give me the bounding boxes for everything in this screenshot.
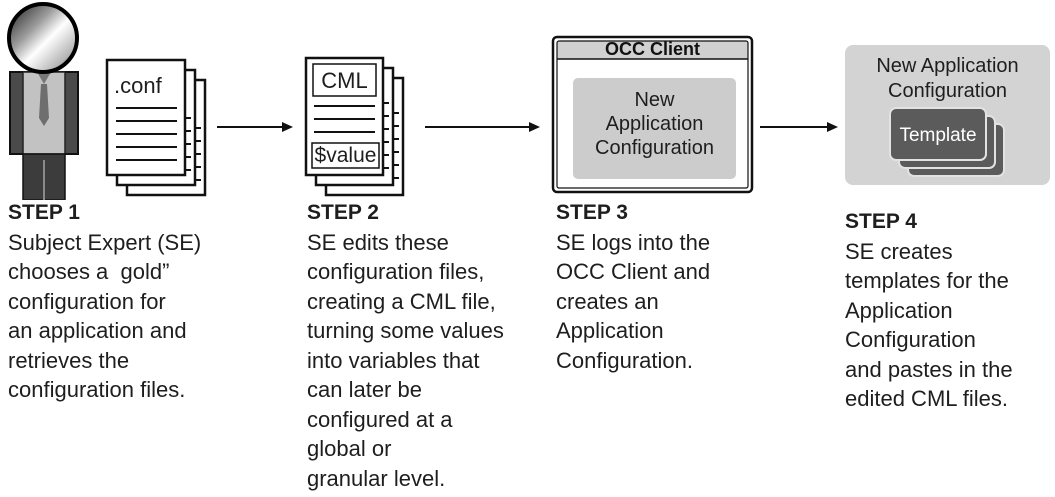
subject-expert-person-icon	[7, 2, 79, 200]
step-3-line: Application	[556, 318, 664, 343]
panel-line: New	[634, 89, 675, 111]
arrow-head	[827, 122, 838, 132]
template-card-front	[889, 107, 987, 161]
cml-file-stack-icon: CML $value	[304, 56, 405, 197]
step-1-line: an application and	[8, 318, 187, 343]
page-text-lines	[314, 105, 375, 133]
step-1-title: STEP 1	[8, 201, 80, 224]
template-card-stack: Template	[889, 107, 1005, 177]
variable-box	[311, 142, 380, 169]
step-4-line: Configuration	[845, 327, 976, 352]
person-collar	[37, 72, 51, 84]
panel-line: Application	[606, 113, 704, 135]
step-2-line: turning some values	[307, 318, 504, 343]
step-4-line: edited CML files.	[845, 386, 1009, 411]
step-4-description: STEP 4 SE creates templates for the Appl…	[845, 207, 1013, 414]
person-tie	[39, 84, 49, 126]
arrow-step2-to-step3	[425, 122, 540, 132]
step-4-line: templates for the	[845, 268, 1009, 293]
step-4-line: Application	[845, 297, 953, 323]
occ-client-window: OCC Client New Application Configuration	[551, 35, 754, 194]
application-configuration-panel: New Application Configuration Template	[845, 45, 1050, 185]
file-page-front	[304, 56, 385, 177]
step-3-line: SE logs into the	[556, 229, 711, 255]
step-2-line: configured at a	[307, 406, 453, 432]
step-4-line: SE creates	[845, 238, 953, 264]
window-title: OCC Client	[605, 39, 700, 59]
step-3-description: STEP 3 SE logs into the OCC Client and c…	[556, 198, 710, 375]
window-title-bar	[557, 41, 748, 59]
conf-file-stack-icon: .conf	[105, 58, 207, 197]
step-3-title: STEP 3	[556, 201, 628, 224]
file-page-front	[105, 58, 187, 177]
arrow-head	[282, 122, 293, 132]
step-1-line: chooses a gold”	[8, 259, 170, 284]
conf-file-label: .conf	[114, 73, 163, 98]
step-1-description: STEP 1 Subject Expert (SE) chooses a gol…	[8, 198, 201, 405]
step-1-line: Subject Expert (SE)	[8, 229, 202, 255]
page-text-lines	[116, 107, 177, 161]
configuration-panel-title: Configuration	[888, 80, 1007, 102]
step-4-line: and pastes in the	[845, 356, 1013, 382]
step-1-line: configuration for	[8, 288, 166, 314]
window-inner-border	[556, 40, 749, 189]
step-1-line: retrieves the	[8, 347, 130, 373]
step-2-line: configuration files,	[307, 259, 485, 284]
person-head	[7, 2, 79, 74]
arrow-step1-to-step2	[217, 122, 293, 132]
variable-label: $value	[315, 144, 377, 167]
cml-label-box	[312, 63, 377, 97]
step-2-line: creating a CML file,	[307, 288, 496, 314]
panel-line: Configuration	[595, 137, 714, 159]
new-application-configuration-panel	[573, 78, 736, 179]
step-3-line: Configuration.	[556, 347, 693, 373]
arrow-head	[529, 122, 540, 132]
step-2-description: STEP 2 SE edits these configuration file…	[307, 198, 504, 493]
step-2-line: SE edits these	[307, 229, 449, 255]
workflow-diagram: .conf	[7, 2, 1050, 200]
step-1-line: configuration files.	[8, 377, 186, 402]
step-2-line: into variables that	[307, 347, 480, 373]
step-2-title: STEP 2	[307, 201, 379, 224]
configuration-panel-title: New Application	[876, 55, 1018, 77]
step-3-line: OCC Client and	[556, 259, 711, 284]
template-label: Template	[899, 125, 976, 146]
arrow-step3-to-step4	[760, 122, 838, 132]
step-2-line: global or	[307, 436, 392, 461]
cml-file-label: CML	[321, 68, 367, 93]
step-3-line: creates an	[556, 288, 659, 314]
step-2-line: can later be	[307, 377, 422, 402]
step-4-title: STEP 4	[845, 210, 917, 233]
step-2-line: granular level.	[307, 465, 446, 491]
